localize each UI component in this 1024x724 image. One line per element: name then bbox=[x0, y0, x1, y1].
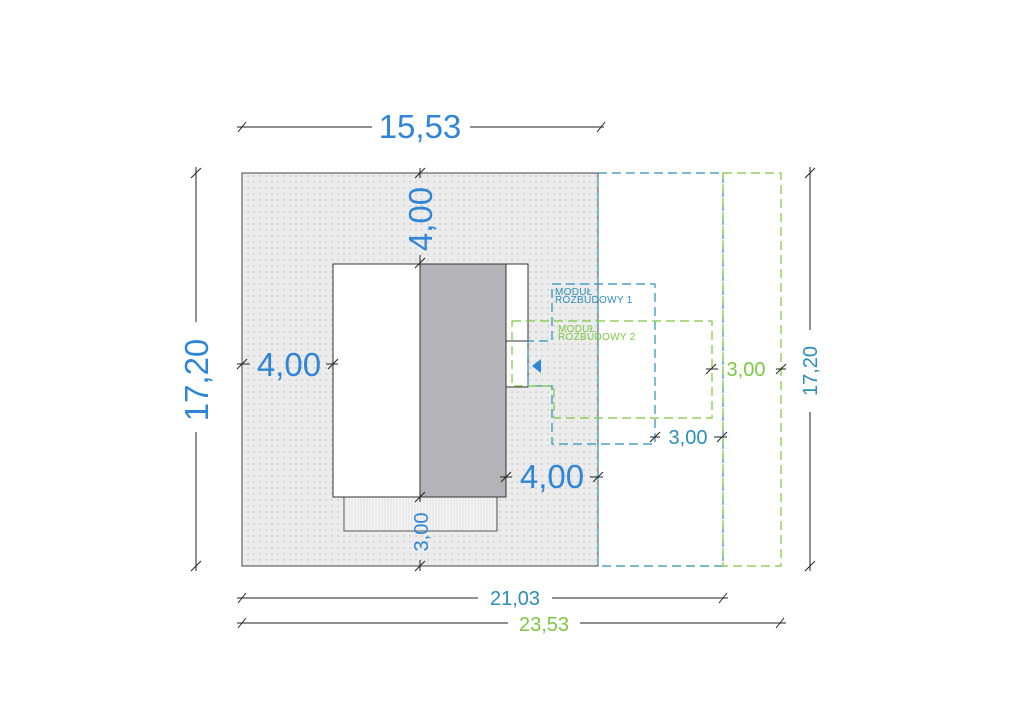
dimension-left-setback bbox=[236, 358, 339, 370]
module1-label-line1: MODUŁ bbox=[555, 287, 593, 298]
dimension-module-depth bbox=[804, 167, 816, 572]
module1-label-line2: ROZBUDOWY 1 bbox=[555, 295, 633, 306]
rear-setback-value: 3,00 bbox=[411, 513, 433, 552]
total-width-module1-value: 21,03 bbox=[490, 588, 540, 610]
module1-outline bbox=[527, 283, 656, 445]
dimension-total-width-module2 bbox=[237, 617, 786, 629]
building-white-part bbox=[332, 263, 421, 498]
dimension-plot-depth bbox=[190, 167, 202, 572]
plot-depth-value: 17,20 bbox=[178, 339, 215, 422]
dimension-module2-right-setback bbox=[705, 363, 787, 375]
module-depth-value: 17,20 bbox=[800, 346, 822, 396]
dimension-total-width-module1 bbox=[237, 592, 728, 604]
module2-outline bbox=[511, 320, 713, 419]
building-gray-part bbox=[419, 263, 507, 498]
front-setback-value: 4,00 bbox=[402, 187, 439, 251]
entrance-arrow-icon bbox=[532, 359, 541, 373]
plot-width-value: 15,53 bbox=[379, 108, 462, 145]
dimension-plot-width bbox=[237, 121, 606, 133]
module2-label-line2: ROZBUDOWY 2 bbox=[558, 332, 636, 343]
right-setback-value: 4,00 bbox=[520, 458, 584, 495]
dimension-rear-setback bbox=[414, 491, 426, 572]
terrace bbox=[343, 496, 498, 532]
dimension-module1-right-setback bbox=[649, 431, 728, 443]
total-width-module2-value: 23,53 bbox=[519, 614, 569, 636]
dimension-front-setback bbox=[414, 167, 426, 269]
module1-extension-area bbox=[597, 172, 724, 567]
dimension-right-setback bbox=[500, 471, 604, 483]
module1-right-setback-value: 3,00 bbox=[669, 427, 708, 449]
module2-right-setback-value: 3,00 bbox=[727, 359, 766, 381]
module2-label-line1: MODUŁ bbox=[558, 324, 596, 335]
building-entrance bbox=[505, 340, 529, 388]
left-setback-value: 4,00 bbox=[257, 346, 321, 383]
building-side-strip bbox=[505, 263, 529, 342]
